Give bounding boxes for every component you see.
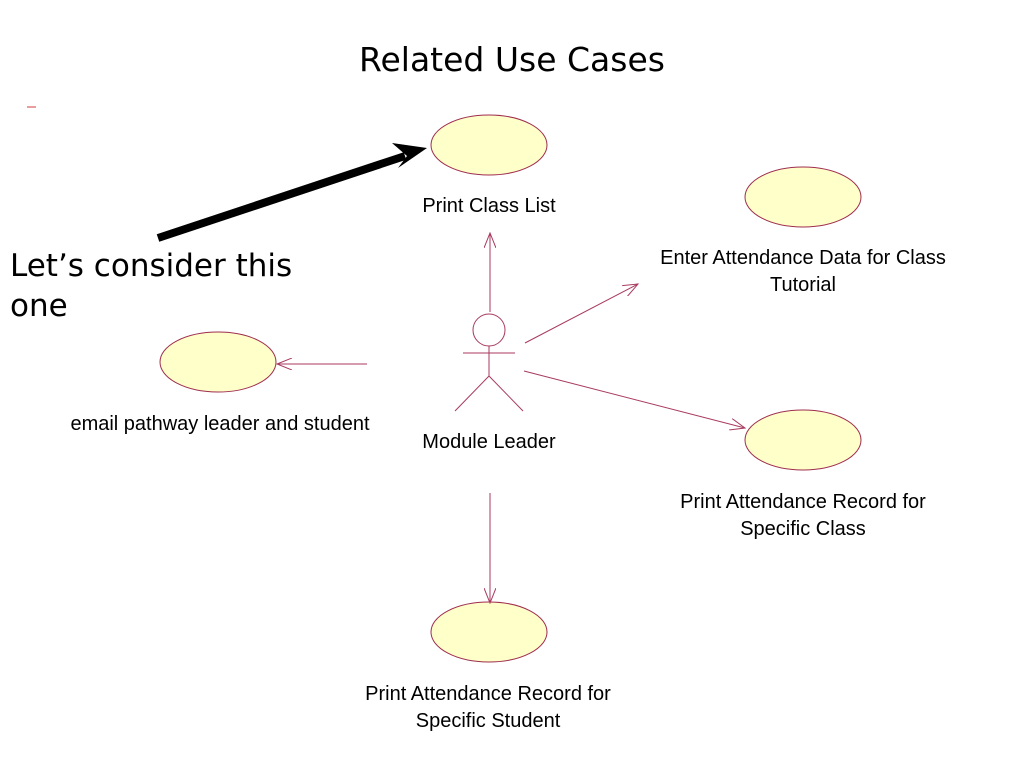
use-case-enter-attendance-ellipse[interactable] (744, 166, 862, 228)
use-case-email-pathway-ellipse[interactable] (159, 331, 277, 393)
slide-title: Related Use Cases (359, 40, 665, 79)
callout-arrow-shaft (156, 152, 407, 242)
callout-text: Let’s consider this one (10, 248, 293, 324)
use-case-enter-attendance-label: Enter Attendance Data for Class Tutorial (660, 247, 946, 296)
use-case-print-record-class-label: Print Attendance Record for Specific Cla… (680, 491, 926, 540)
use-case-print-record-student-ellipse[interactable] (430, 601, 548, 663)
association-to-enter-attendance (524, 284, 638, 344)
use-case-print-record-student-label: Print Attendance Record for Specific Stu… (365, 683, 611, 732)
callout-arrow-head (392, 143, 427, 168)
association-to-print-record-class (523, 370, 745, 428)
use-case-print-record-class-ellipse[interactable] (744, 409, 862, 471)
use-case-print-class-list-label: Print Class List (422, 195, 556, 217)
use-case-email-pathway-label: email pathway leader and student (70, 413, 370, 435)
actor-name-label: Module Leader (422, 431, 556, 453)
actor-stick-figure[interactable] (454, 313, 524, 412)
use-case-print-class-list-ellipse[interactable] (430, 114, 548, 176)
